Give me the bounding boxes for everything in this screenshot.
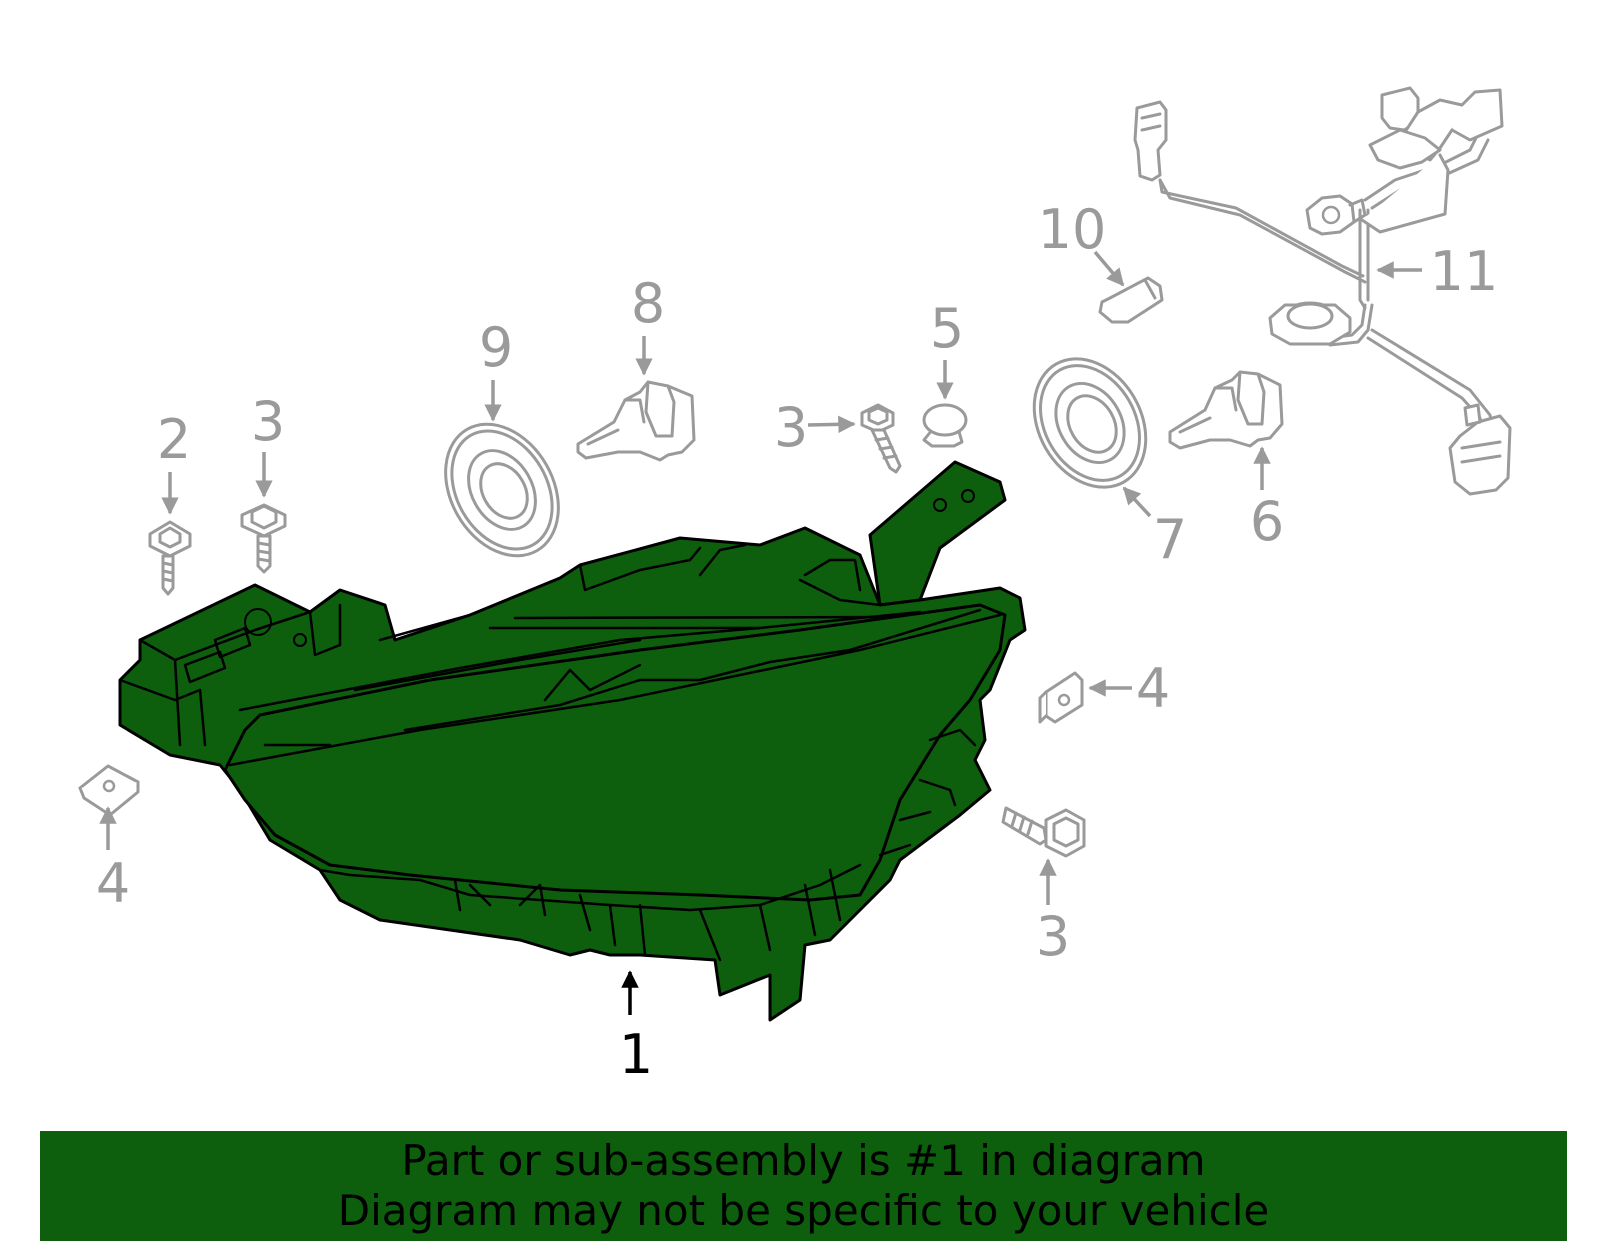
callout-9: 9 — [479, 316, 513, 379]
callout-10: 10 — [1038, 198, 1107, 261]
clip-part-4-b[interactable] — [1038, 671, 1084, 724]
bulb-part-10[interactable] — [1098, 276, 1164, 324]
bolt-part-3-c[interactable] — [1001, 806, 1086, 858]
bolt-part-3-a[interactable] — [240, 503, 287, 574]
arrow-part-10 — [1093, 250, 1125, 287]
callout-3-b: 3 — [774, 396, 808, 459]
callout-3-a: 3 — [251, 390, 285, 453]
banner-line-part-info: Part or sub-assembly is #1 in diagram — [401, 1136, 1206, 1185]
wiring-harness-part-11[interactable] — [1133, 86, 1512, 496]
info-banner: Part or sub-assembly is #1 in diagram Di… — [40, 1131, 1567, 1241]
bulb-socket-part-8[interactable] — [576, 380, 696, 462]
leader-arrows — [99, 250, 1422, 1015]
seal-cap-part-9[interactable] — [423, 404, 581, 576]
bolt-part-3-b[interactable] — [860, 403, 902, 474]
headlamp-assembly-part-1[interactable] — [118, 460, 1027, 1022]
callout-1: 1 — [619, 1023, 653, 1086]
callout-5: 5 — [930, 297, 964, 360]
arrow-part-3-b — [807, 415, 856, 434]
arrow-part-7 — [1122, 486, 1152, 518]
callout-labels: 1 2 3 3 3 4 4 5 6 7 8 9 10 11 — [96, 198, 1499, 1086]
callout-7: 7 — [1153, 508, 1187, 571]
bulb-socket-part-6[interactable] — [1168, 370, 1284, 450]
callout-11: 11 — [1430, 240, 1499, 303]
bolt-part-2[interactable] — [148, 520, 192, 596]
plug-part-5[interactable] — [922, 403, 968, 448]
callout-4-b: 4 — [1136, 657, 1170, 720]
callout-6: 6 — [1250, 490, 1284, 553]
callout-2: 2 — [157, 408, 191, 471]
callout-8: 8 — [631, 272, 665, 335]
callout-4-a: 4 — [96, 852, 130, 915]
banner-line-disclaimer: Diagram may not be specific to your vehi… — [337, 1186, 1270, 1235]
callout-3-c: 3 — [1036, 905, 1070, 968]
seal-cap-part-7[interactable] — [1012, 339, 1168, 508]
clip-part-4-a[interactable] — [78, 764, 140, 817]
